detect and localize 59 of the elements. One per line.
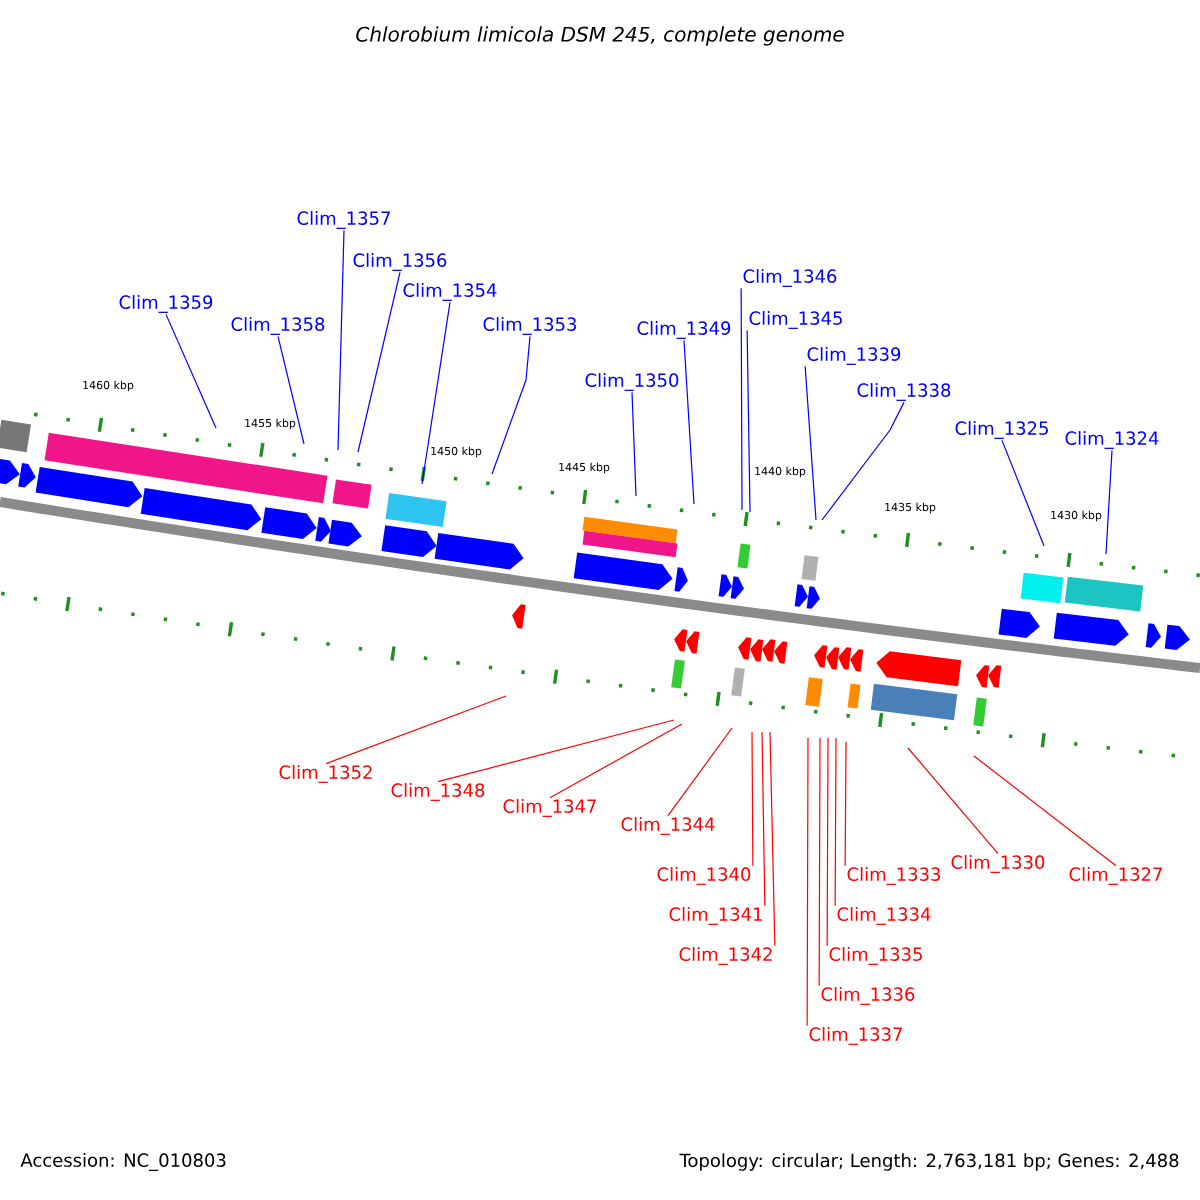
title: Chlorobium limicola DSM 245, complete genome: [356, 26, 844, 46]
gene-label: Clim_1352: [279, 765, 372, 783]
gene-label: Clim_1346: [743, 269, 837, 287]
leader-line: [821, 401, 905, 521]
leader-line: [325, 695, 507, 765]
leader-line: [421, 301, 451, 485]
gene-label: Clim_1340: [657, 867, 751, 885]
leader-line: [1105, 449, 1113, 555]
gene-label: Clim_1354: [403, 283, 497, 301]
gene-label: Clim_1327: [1069, 867, 1162, 885]
gene-label: Clim_1334: [837, 907, 931, 925]
leader-line: [751, 731, 754, 867]
gene-label: Clim_1356: [353, 253, 447, 271]
gene-label: Clim_1324: [1065, 431, 1159, 449]
gene-label: Clim_1337: [809, 1027, 902, 1045]
leader-line: [437, 719, 675, 783]
gene-label: Clim_1335: [829, 947, 922, 965]
gene-label: Clim_1333: [847, 867, 940, 885]
gene-label: Clim_1325: [955, 421, 1048, 439]
gene-label: Clim_1349: [637, 321, 731, 339]
leader-line: [667, 727, 733, 817]
leader-line: [907, 747, 999, 855]
leader-line: [740, 287, 743, 511]
gene-label: Clim_1359: [119, 295, 213, 313]
leader-line: [1001, 439, 1045, 547]
leader-line: [761, 731, 766, 907]
leader-line: [834, 737, 837, 907]
gene-label: Clim_1350: [585, 373, 679, 391]
leader-line: [818, 737, 821, 987]
leader-line: [973, 755, 1117, 867]
gene-label: Clim_1344: [621, 817, 715, 835]
gene-label: Clim_1341: [669, 907, 762, 925]
leader-line: [337, 229, 345, 451]
gene-label: Clim_1342: [679, 947, 772, 965]
leader-line: [549, 723, 683, 799]
gene-label: Clim_1338: [857, 383, 951, 401]
leader-line: [165, 313, 217, 429]
gene-label: Clim_1358: [231, 317, 325, 335]
leader-line: [844, 741, 847, 867]
gene-label: Clim_1347: [503, 799, 596, 817]
gene-label: Clim_1345: [749, 311, 842, 329]
leader-line: [277, 335, 305, 445]
gene-label: Clim_1353: [483, 317, 576, 335]
leader-line: [804, 365, 817, 521]
leader-line: [491, 335, 531, 475]
leader-line: [631, 391, 637, 497]
accession-text: Accession: NC_010803: [20, 1153, 226, 1171]
gene-label: Clim_1336: [821, 987, 915, 1005]
leader-line: [746, 329, 751, 513]
genome-stats-text: Topology: circular; Length: 2,763,181 bp; Genes: 2,488: [679, 1153, 1179, 1171]
leader-line: [806, 737, 809, 1027]
gene-label: Clim_1348: [391, 783, 485, 801]
leader-line: [826, 737, 829, 947]
gene-label: Clim_1330: [951, 855, 1045, 873]
gene-label: Clim_1339: [807, 347, 901, 365]
leader-line: [357, 271, 401, 453]
leader-line: [769, 731, 776, 947]
leader-line: [683, 339, 695, 505]
gene-label: Clim_1357: [297, 211, 390, 229]
